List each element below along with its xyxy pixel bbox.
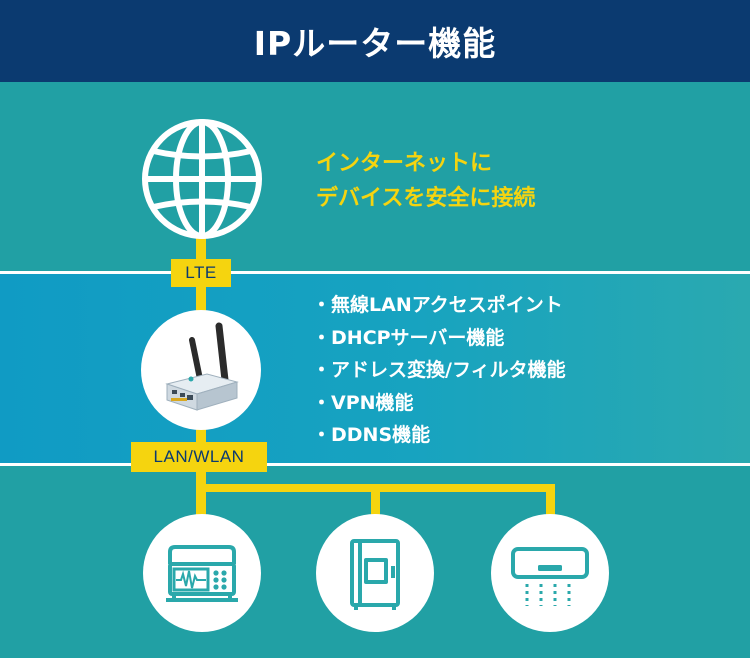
feature-item: アドレス変換/フィルタ機能	[312, 354, 566, 387]
internet-globe-icon	[141, 118, 263, 240]
device-cabinet	[316, 514, 434, 632]
feature-item: VPN機能	[312, 387, 566, 420]
connector-bus-device2	[371, 484, 380, 518]
band-divider-bottom	[0, 463, 750, 466]
lte-label: LTE	[171, 259, 231, 287]
lan-wlan-label: LAN/WLAN	[131, 442, 267, 472]
measurement-instrument-icon	[166, 545, 238, 602]
device-measurement-instrument	[143, 514, 261, 632]
headline-line-1: インターネットに	[316, 151, 493, 176]
connector-bus-device3	[546, 484, 555, 518]
feature-item: 無線LANアクセスポイント	[312, 289, 566, 322]
feature-item: DDNS機能	[312, 419, 566, 452]
device-air-conditioner	[491, 514, 609, 632]
air-conditioner-icon	[511, 547, 589, 606]
router-circle	[141, 310, 261, 430]
connector-router-lan	[196, 428, 206, 518]
band-divider-top	[0, 271, 750, 274]
internet-band	[0, 82, 750, 272]
feature-item: DHCPサーバー機能	[312, 322, 566, 355]
page-title: IPルーター機能	[253, 24, 497, 63]
header-bar: IPルーター機能	[0, 0, 750, 82]
headline-line-2: デバイスを安全に接続	[316, 186, 536, 211]
router-icon	[165, 322, 239, 411]
router-feature-list: 無線LANアクセスポイント DHCPサーバー機能 アドレス変換/フィルタ機能 V…	[312, 289, 566, 452]
internet-headline: インターネットに デバイスを安全に接続	[316, 146, 535, 216]
cabinet-icon	[350, 539, 400, 610]
